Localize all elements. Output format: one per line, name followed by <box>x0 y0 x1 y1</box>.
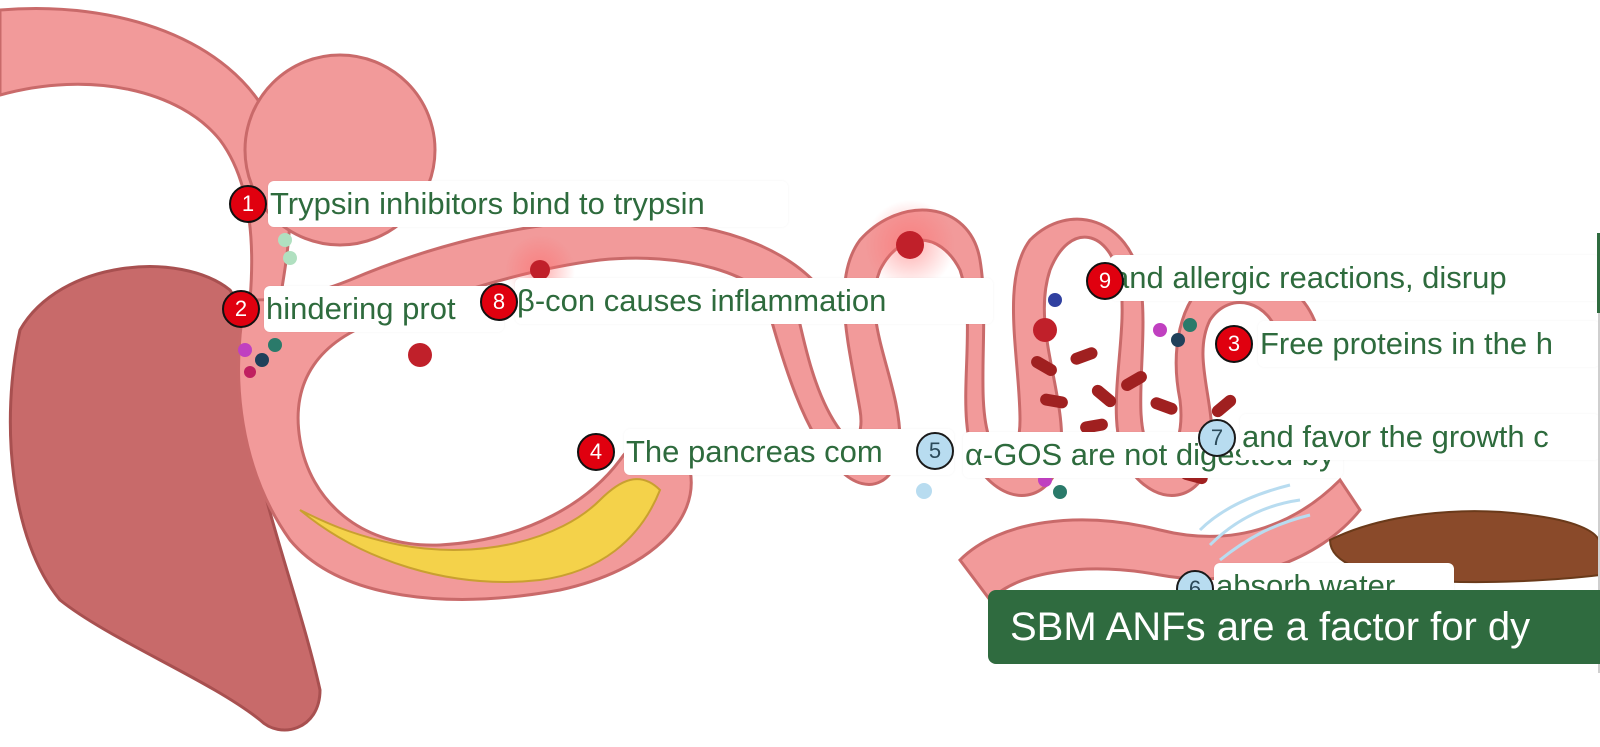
marker-5-pointer-dot <box>916 483 932 499</box>
callout-8-text: β-con causes inflammation <box>515 278 886 324</box>
callout-7-text: and favor the growth c <box>1240 414 1549 460</box>
step-marker-7: 7 <box>1198 419 1236 457</box>
step-marker-8: 8 <box>480 283 518 321</box>
callout-1: Trypsin inhibitors bind to trypsin <box>268 181 788 227</box>
callout-8: β-con causes inflammation <box>515 278 993 324</box>
callout-9: and allergic reactions, disrup <box>1110 255 1600 301</box>
callout-2: hindering prot <box>264 286 504 332</box>
callout-3-text: Free proteins in the h <box>1258 321 1553 367</box>
step-marker-4: 4 <box>577 433 615 471</box>
step-marker-3: 3 <box>1215 325 1253 363</box>
summary-banner: SBM ANFs are a factor for dy <box>988 590 1600 664</box>
callout-9-text: and allergic reactions, disrup <box>1110 255 1507 301</box>
callout-3: Free proteins in the h <box>1258 321 1600 367</box>
step-marker-5: 5 <box>916 432 954 470</box>
step-marker-9: 9 <box>1086 262 1124 300</box>
callout-7: and favor the growth c <box>1240 414 1600 460</box>
callout-1-text: Trypsin inhibitors bind to trypsin <box>268 181 705 227</box>
step-marker-2: 2 <box>222 290 260 328</box>
callout-4: The pancreas com <box>624 429 954 475</box>
step-marker-1: 1 <box>229 185 267 223</box>
callout-2-text: hindering prot <box>264 286 456 332</box>
callout-4-text: The pancreas com <box>624 429 883 475</box>
summary-banner-text: SBM ANFs are a factor for dy <box>988 605 1530 650</box>
